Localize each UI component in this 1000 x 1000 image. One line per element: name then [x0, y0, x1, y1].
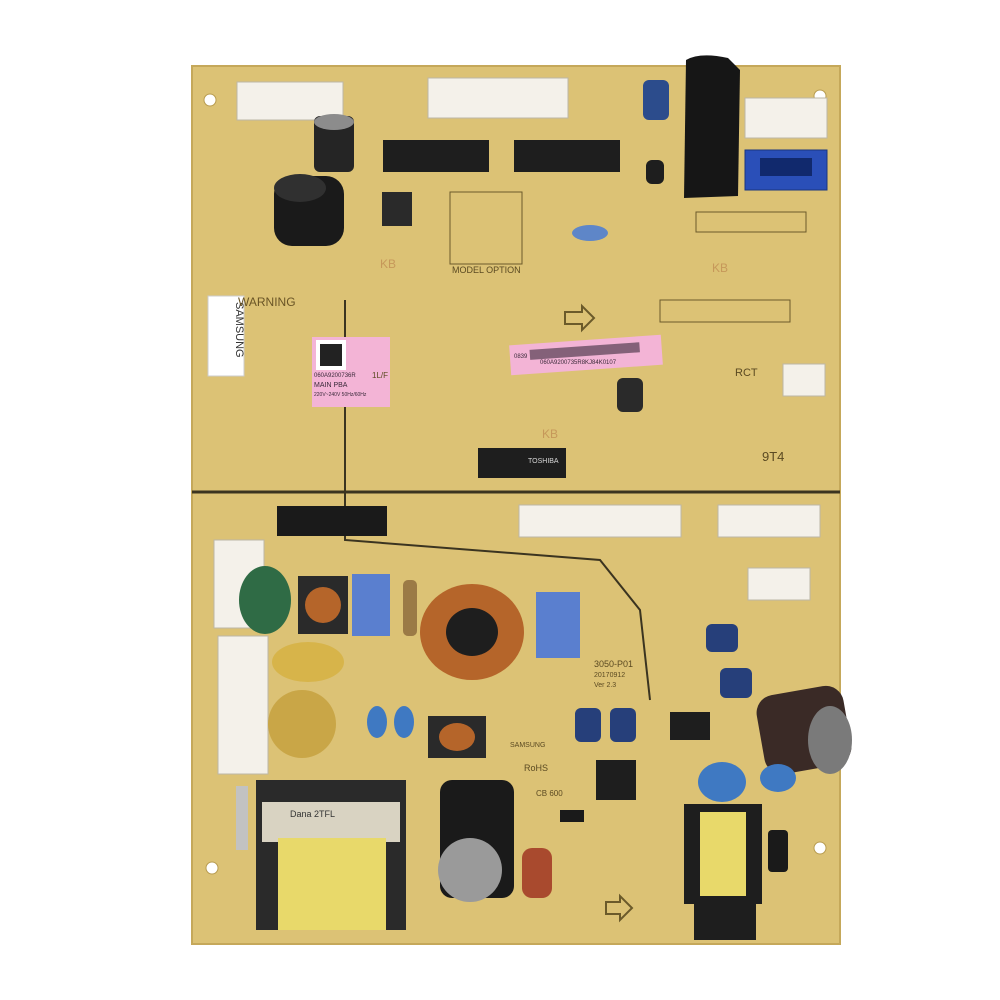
relay-black [277, 506, 387, 536]
brand-sticker: SAMSUNG [233, 302, 245, 358]
mounting-hole [205, 861, 219, 875]
capacitor-small [706, 624, 738, 652]
connector-blue-socket [760, 158, 812, 176]
transformer-coil [700, 812, 746, 896]
connector-small-right [747, 567, 811, 601]
warning-text: WARNING [238, 295, 296, 309]
pba-rating: 220V~240V 50Hz/60Hz [314, 392, 367, 398]
filter-text: 20170912 [594, 672, 626, 679]
mounting-hole [203, 93, 217, 107]
ic-toshiba [478, 448, 566, 478]
pba-title: MAIN PBA [314, 382, 348, 389]
serial-prefix: 0839 [514, 354, 528, 360]
capacitor-small [575, 708, 601, 742]
cb-mark: CB 600 [536, 789, 563, 798]
capacitor-ceramic [367, 706, 387, 738]
resistor [403, 580, 417, 636]
capacitor-top [314, 114, 354, 130]
capacitor-yellow [272, 642, 344, 682]
connector-small [782, 363, 826, 397]
kb-mark: KB [380, 257, 397, 271]
barcode [529, 342, 640, 360]
capacitor-small [610, 708, 636, 742]
qr-code-pattern [320, 344, 342, 366]
capacitor-top [438, 838, 502, 902]
header-footprint [659, 299, 791, 323]
capacitor-yellow [268, 690, 336, 758]
transformer-base [694, 904, 756, 940]
capacitor-film [522, 848, 552, 898]
varistor-green [239, 566, 291, 634]
header-footprint [695, 211, 807, 233]
ic-toshiba-marking: TOSHIBA [528, 458, 559, 465]
diode [768, 830, 788, 872]
jumper-switch [382, 192, 412, 226]
pba-code: 060A9200736R [314, 373, 356, 379]
transformer-coil [278, 838, 386, 930]
filter-text: 3050-P01 [594, 659, 634, 669]
relay-blue [352, 574, 390, 636]
part-mark: 9T4 [762, 449, 785, 464]
serial-code: 060A9200735R8KJ84K0107 [540, 360, 617, 366]
connector-top-left [236, 81, 344, 121]
direction-arrow [605, 893, 634, 923]
capacitor-x [536, 592, 580, 658]
white-sticker [207, 295, 245, 377]
capacitor-top [808, 706, 852, 774]
connector-left-power [217, 635, 269, 775]
kb-mark: KB [542, 427, 559, 441]
ic-power [596, 760, 636, 800]
resistor-vertical [236, 786, 248, 850]
pba-side: 1L/F [372, 371, 389, 380]
transformer-marking: Dana 2TFL [290, 809, 336, 819]
capacitor-electrolytic [314, 116, 354, 172]
connector-mid-right [717, 504, 821, 538]
capacitor-ceramic [394, 706, 414, 738]
capacitor-disk [760, 764, 796, 792]
connector-mid [518, 504, 682, 538]
rohs-mark: RoHS [524, 763, 549, 773]
ic-chip [383, 140, 489, 172]
transistor [646, 160, 664, 184]
kb-mark: KB [712, 261, 729, 275]
choke-winding [439, 723, 475, 751]
toroid-core [446, 608, 498, 656]
filter-text: Ver 2.3 [594, 682, 617, 689]
transformer-bobbin [262, 802, 400, 842]
diode [560, 810, 584, 822]
model-option-area [449, 191, 523, 265]
rct-mark: RCT [735, 367, 758, 379]
capacitor-small [617, 378, 643, 412]
connector-top-right [744, 97, 828, 139]
optocoupler [670, 712, 710, 740]
direction-arrow [564, 303, 596, 333]
capacitor-top [274, 174, 326, 202]
samsung-marking: SAMSUNG [510, 742, 546, 749]
ferrite-block [684, 55, 740, 198]
connector-top-center [427, 77, 569, 119]
mounting-hole [813, 841, 827, 855]
choke-winding [305, 587, 341, 623]
capacitor-small [720, 668, 752, 698]
capacitor-disk [698, 762, 746, 802]
capacitor-disk [572, 225, 608, 241]
model-option-label: MODEL OPTION [452, 265, 521, 275]
capacitor-small [643, 80, 669, 120]
ic-chip [514, 140, 620, 172]
